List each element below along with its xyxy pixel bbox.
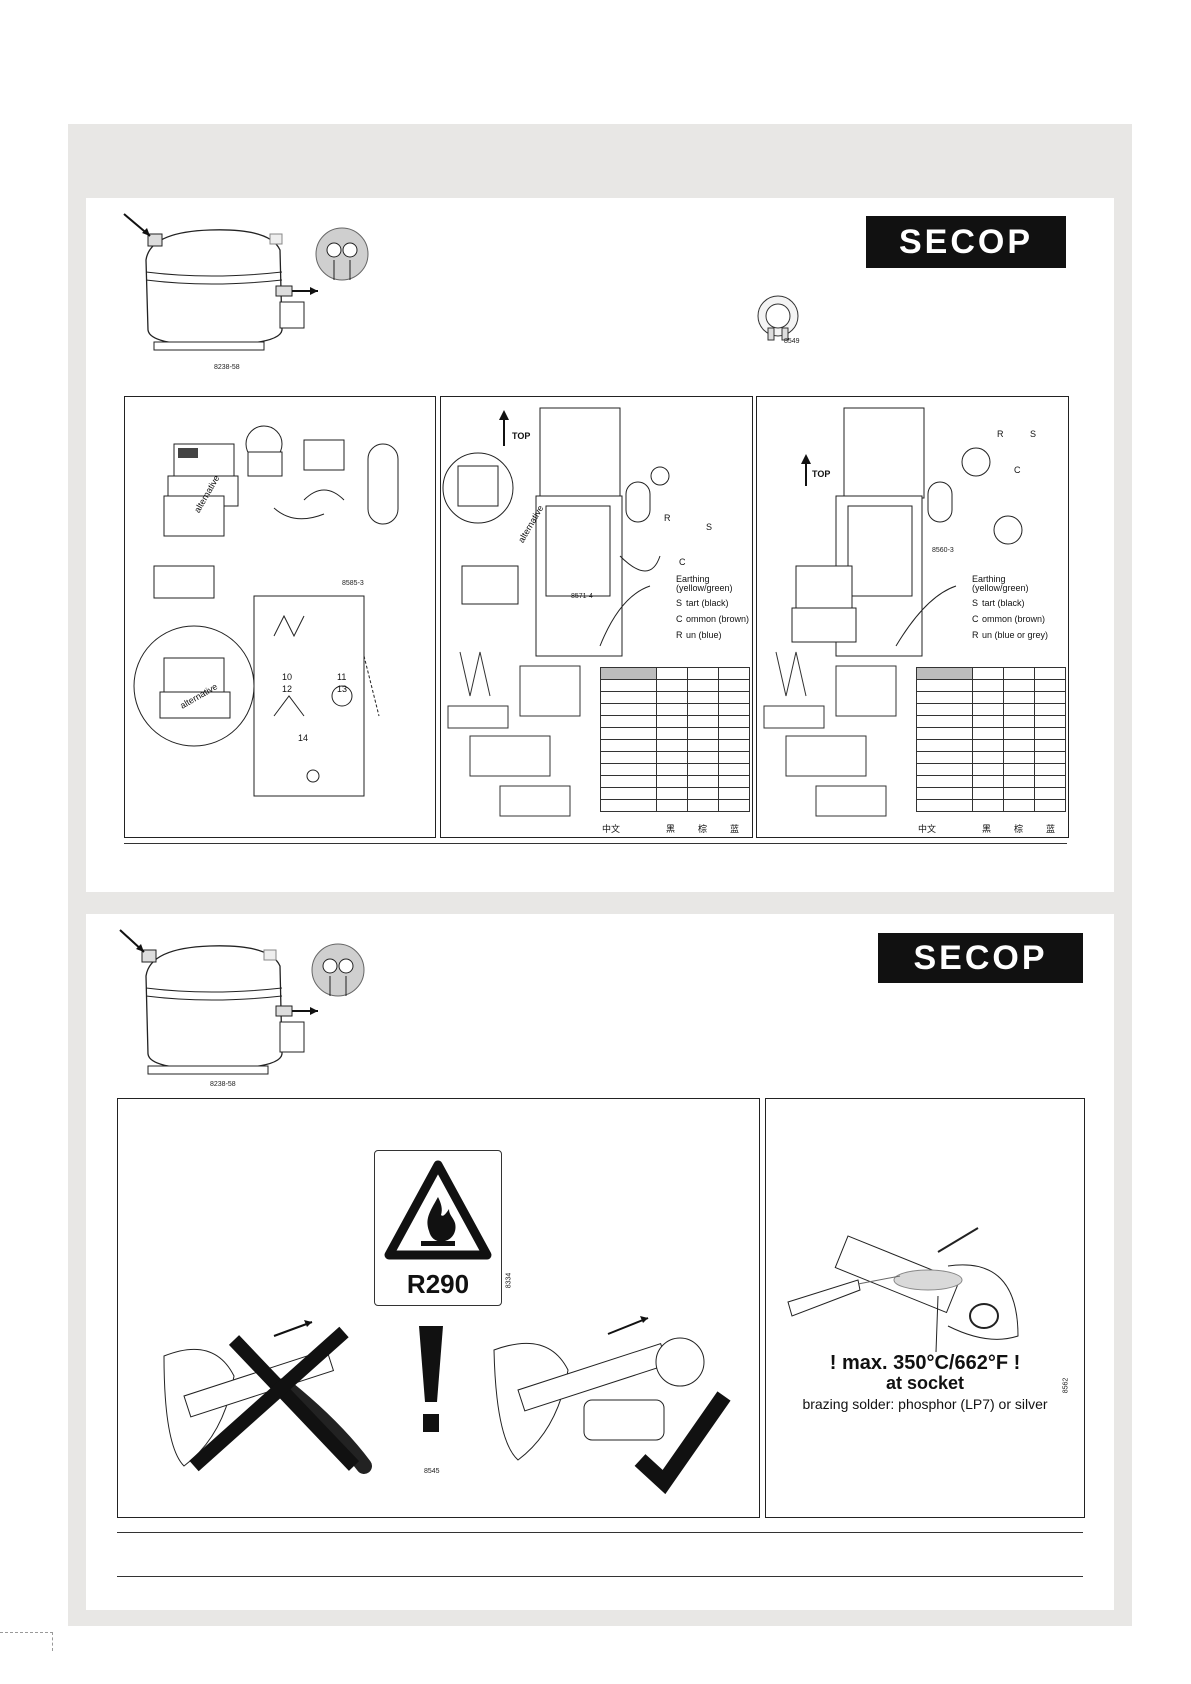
wire-start-letter-2: S xyxy=(676,598,683,608)
table3-footer-lang: 中文 xyxy=(918,824,937,834)
table3-footer-brown: 棕 xyxy=(1014,824,1024,834)
divider-line-2 xyxy=(117,1532,1083,1533)
terminal-c-3: C xyxy=(1014,465,1021,475)
table2-footer-blue: 蓝 xyxy=(730,824,740,834)
wire-run-2: un (blue) xyxy=(686,630,722,640)
panel1-code: 8585-3 xyxy=(342,580,364,587)
compressor-top-illustration xyxy=(442,407,670,817)
compressor-code-2: 8238-58 xyxy=(210,1081,236,1088)
terminal-11: 11 xyxy=(337,672,347,682)
wire-start-3: tart (black) xyxy=(982,598,1025,608)
brazing-illustration xyxy=(787,1227,1019,1353)
wire-earthing-color-3: (yellow/green) xyxy=(972,583,1029,593)
relay-assembly-illustration xyxy=(133,425,399,797)
terminal-c-2: C xyxy=(679,557,686,567)
warning-code: 8545 xyxy=(424,1468,440,1475)
top-label-3: TOP xyxy=(812,469,831,479)
ptc-starter-illustration xyxy=(757,295,799,341)
table3-footer-black: 黑 xyxy=(982,824,992,834)
brazing-max-temp: ! max. 350°C/662°F ! xyxy=(829,1352,1021,1374)
r290-warning-sign: R290 8334 xyxy=(374,1150,512,1306)
wire-run-3: un (blue or grey) xyxy=(982,630,1049,640)
wire-start-letter-3: S xyxy=(972,598,979,608)
terminal-10: 10 xyxy=(282,672,293,682)
brazing-code: 8562 xyxy=(1062,1377,1070,1394)
compressor-illustration xyxy=(123,213,369,351)
wire-earthing-2: Earthing xyxy=(676,574,710,584)
wire-color-table-2 xyxy=(600,667,750,812)
compressor-code: 8238-58 xyxy=(214,364,240,371)
flame-warning-icon xyxy=(384,1160,492,1260)
terminal-s-3: S xyxy=(1030,429,1037,439)
compressor-top-illustration-2 xyxy=(763,407,1023,817)
table2-footer-lang: 中文 xyxy=(602,824,621,834)
wire-color-table-3 xyxy=(916,667,1066,812)
wire-earthing-color-2: (yellow/green) xyxy=(676,583,733,593)
divider-line-3 xyxy=(117,1576,1083,1577)
top-label-2: TOP xyxy=(512,431,531,441)
wire-run-letter-2: R xyxy=(676,630,683,640)
correct-cutting-illustration xyxy=(493,1316,731,1495)
terminal-r-3: R xyxy=(997,429,1004,439)
terminal-r-2: R xyxy=(664,513,671,523)
table2-footer-black: 黑 xyxy=(666,824,676,834)
wrong-cutting-illustration xyxy=(163,1320,372,1474)
wire-start-2: tart (black) xyxy=(686,598,729,608)
wire-common-3: ommon (brown) xyxy=(982,614,1046,624)
table3-footer-blue: 蓝 xyxy=(1046,824,1056,834)
page-corner-mark xyxy=(0,1632,53,1651)
divider-line xyxy=(124,843,1067,844)
r290-label: R290 xyxy=(406,1269,470,1299)
wire-common-letter-3: C xyxy=(972,614,979,624)
terminal-12: 12 xyxy=(282,684,293,694)
exclamation-icon xyxy=(419,1326,443,1432)
wire-common-2: ommon (brown) xyxy=(686,614,750,624)
panel3-code: 8560-3 xyxy=(932,547,954,554)
wire-common-letter-2: C xyxy=(676,614,683,624)
terminal-13: 13 xyxy=(337,684,348,694)
table2-footer-brown: 棕 xyxy=(698,824,708,834)
brazing-at-socket: at socket xyxy=(885,1373,965,1393)
terminal-14: 14 xyxy=(298,733,309,743)
compressor-illustration-2 xyxy=(119,929,365,1075)
secop-logo-2: SECOP xyxy=(878,933,1083,983)
sign-code: 8334 xyxy=(505,1272,513,1289)
terminal-s-2: S xyxy=(706,522,713,532)
panel2-code: 8571-4 xyxy=(571,593,593,600)
ptc-code: 8549 xyxy=(784,338,800,345)
brazing-panel xyxy=(765,1098,1085,1518)
wire-earthing-3: Earthing xyxy=(972,574,1006,584)
brazing-solder: brazing solder: phosphor (LP7) or silver xyxy=(802,1396,1048,1412)
wire-run-letter-3: R xyxy=(972,630,979,640)
secop-logo: SECOP xyxy=(866,216,1066,268)
